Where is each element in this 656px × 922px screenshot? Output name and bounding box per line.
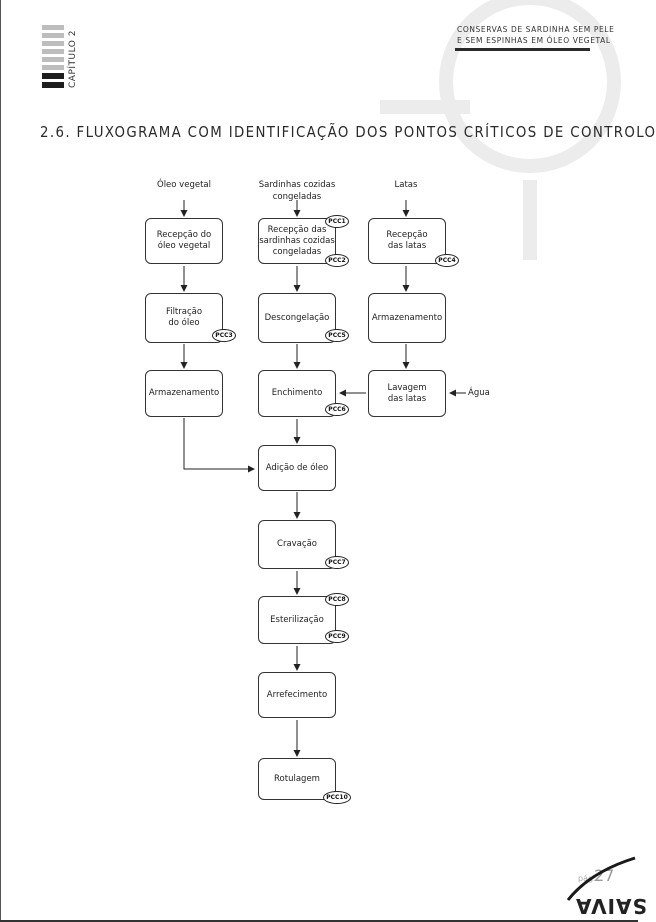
step-recepcao-latas: Recepção das latas	[368, 218, 446, 264]
pcc6-badge: PCC6	[325, 403, 349, 416]
pcc3-badge: PCC3	[212, 329, 236, 342]
page-label: pág.	[578, 874, 596, 883]
page-bottom-border	[0, 920, 638, 922]
step-lavagem-line-2: das latas	[387, 393, 427, 404]
step-recepcao-sardinhas-line-3: congeladas	[272, 246, 322, 257]
pcc1-badge: PCC1	[325, 215, 349, 228]
brand-logo: SAIVA	[575, 894, 647, 918]
input-latas: Latas	[394, 180, 418, 190]
step-lavagem-latas: Lavagem das latas	[368, 370, 446, 417]
page-number: 27	[594, 866, 615, 885]
step-recepcao-oleo: Recepção do óleo vegetal	[145, 218, 223, 264]
step-recepcao-oleo-line-2: óleo vegetal	[157, 241, 211, 251]
pcc9-badge: PCC9	[325, 630, 349, 643]
step-enchimento: Enchimento	[258, 370, 336, 417]
step-filtracao: Filtração do óleo	[145, 293, 223, 343]
chapter-marker-bars	[42, 25, 64, 91]
step-lavagem-line-1: Lavagem	[387, 382, 427, 393]
step-recepcao-latas-line-1: Recepção	[386, 230, 428, 240]
step-descongelacao: Descongelação	[258, 293, 336, 343]
pcc2-badge: PCC2	[325, 254, 349, 267]
step-filtracao-line-2: do óleo	[168, 318, 200, 328]
step-recepcao-oleo-line-1: Recepção do	[156, 230, 212, 240]
decorative-emblem	[380, 0, 621, 260]
step-filtracao-line-1: Filtração	[165, 307, 203, 317]
step-rotulagem: Rotulagem	[258, 758, 336, 800]
pcc8-badge: PCC8	[325, 593, 349, 606]
step-armazenamento-oleo: Armazenamento	[145, 370, 223, 417]
step-recepcao-sardinhas-line-1: Recepção das	[267, 224, 327, 235]
step-cravacao: Cravação	[258, 520, 336, 569]
pcc7-badge: PCC7	[325, 556, 349, 569]
input-sardinhas: Sardinhas cozidas congeladas	[237, 179, 357, 203]
step-recepcao-sardinhas-line-2: sardinhas cozidas	[259, 235, 335, 246]
input-sardinhas-line-1: Sardinhas cozidas	[258, 180, 336, 190]
step-arrefecimento: Arrefecimento	[258, 672, 336, 718]
document-header: CONSERVAS DE SARDINHA SEM PELE E SEM ESP…	[457, 24, 614, 46]
header-line-1: CONSERVAS DE SARDINHA SEM PELE	[457, 25, 615, 34]
step-armazenamento-latas: Armazenamento	[368, 293, 446, 343]
header-rule	[455, 48, 590, 51]
step-recepcao-sardinhas: Recepção das sardinhas cozidas congelada…	[258, 218, 336, 264]
flowchart-connectors	[180, 200, 466, 757]
section-title: 2.6. FLUXOGRAMA COM IDENTIFICAÇÃO DOS PO…	[40, 123, 656, 141]
header-line-2: E SEM ESPINHAS EM ÓLEO VEGETAL	[457, 36, 611, 45]
arrow-armazenamento-to-adicao	[183, 418, 255, 473]
brand-arc	[566, 856, 636, 901]
input-agua: Água	[468, 388, 490, 398]
step-esterilizacao: Esterilização	[258, 596, 336, 644]
input-oleo-vegetal: Óleo vegetal	[157, 180, 211, 190]
step-recepcao-latas-line-2: das latas	[387, 241, 427, 251]
pcc4-badge: PCC4	[435, 254, 459, 267]
page-left-border	[0, 0, 1, 922]
step-adicao-oleo: Adição de óleo	[258, 445, 336, 491]
pcc10-badge: PCC10	[323, 791, 351, 804]
input-sardinhas-line-2: congeladas	[272, 192, 322, 202]
pcc5-badge: PCC5	[325, 329, 349, 342]
